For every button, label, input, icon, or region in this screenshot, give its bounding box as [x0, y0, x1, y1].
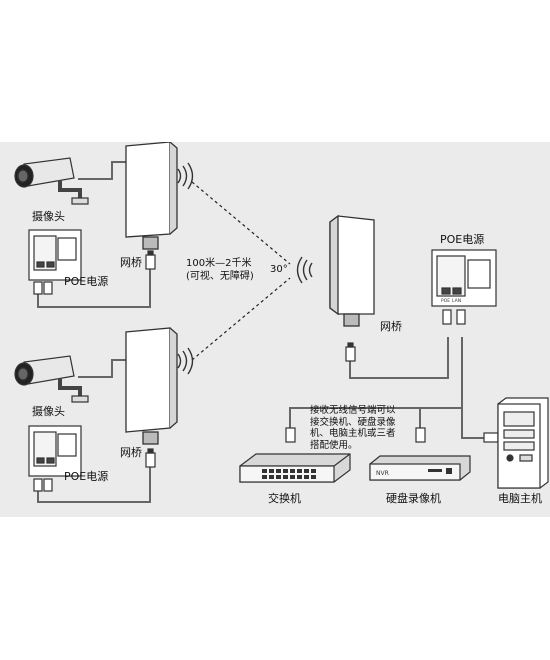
label-pc: 电脑主机: [498, 492, 542, 505]
connector-icon: [415, 427, 426, 443]
connector-icon: [33, 281, 53, 295]
label-bridge-bottom: 网桥: [120, 446, 142, 459]
cables: [37, 161, 498, 503]
label-poe-top: POE电源: [64, 275, 109, 288]
note-line: 接交换机、硬盘录像: [310, 416, 396, 428]
label-bridge-right: 网桥: [380, 320, 402, 333]
cable-poe-bottom-to-bridge: [37, 464, 151, 503]
bridge-icon-right: [329, 214, 375, 327]
poe-port-label-poe: POE: [441, 298, 450, 304]
nvr-icon: [369, 455, 471, 481]
pc-icon: [497, 397, 549, 489]
network-diagram: POE LAN NVR: [14, 142, 549, 503]
label-poe-bottom: POE电源: [64, 470, 109, 483]
note-line: 接收无线信号端可以: [310, 405, 396, 416]
connector-icon: [145, 448, 156, 468]
poe-adapter-icon-right: [431, 249, 497, 307]
label-switch: 交换机: [268, 492, 301, 505]
label-poe-right: POE电源: [440, 233, 485, 246]
connector-icon: [442, 309, 466, 325]
label-nvr: 硬盘录像机: [386, 492, 441, 505]
note-text: 接收无线信号端可以 接交换机、硬盘录像 机、电脑主机或三者 搭配使用。: [310, 405, 422, 451]
note-line: 机、电脑主机或三者: [310, 428, 396, 439]
bridge-icon-bottom: [125, 327, 178, 445]
nvr-badge: NVR: [376, 470, 389, 477]
camera-icon-top: [14, 157, 89, 205]
cable-right-bridge-to-poe: [349, 337, 449, 379]
rj45-connectors: [33, 250, 499, 492]
wireless-link-bottom: [191, 277, 291, 361]
cable-camera-bottom-to-bridge: [78, 359, 126, 378]
poe-adapter-icon-top: [28, 229, 82, 281]
cable-poe-to-bus: [289, 337, 463, 434]
wifi-signal-icon-right: [296, 256, 313, 284]
camera-icon-bottom: [14, 355, 89, 403]
connector-icon: [345, 342, 356, 362]
label-distance-condition: (可视、无障碍): [186, 271, 254, 282]
note-line: 搭配使用。: [310, 439, 358, 451]
bridge-icon-top: [125, 142, 178, 250]
label-distance: 100米—2千米: [186, 258, 252, 269]
connector-icon: [483, 432, 499, 443]
connector-icon: [33, 478, 53, 492]
wifi-signal-icon-bottom: [177, 347, 194, 375]
wifi-signal-icons: [177, 162, 313, 375]
label-camera-top: 摄像头: [32, 210, 65, 223]
connector-icon: [285, 427, 296, 443]
wireless-link-top: [191, 181, 291, 265]
poe-port-label-lan: LAN: [452, 298, 461, 304]
label-bridge-top: 网桥: [120, 256, 142, 269]
cable-poe-top-to-bridge: [37, 265, 151, 308]
cable-camera-top-to-bridge: [78, 161, 126, 180]
label-camera-bottom: 摄像头: [32, 405, 65, 418]
switch-icon: [239, 453, 351, 483]
connector-icon: [145, 250, 156, 270]
wifi-signal-icon-top: [177, 162, 194, 190]
label-angle: 30°: [270, 264, 288, 275]
poe-adapter-icon-bottom: [28, 425, 82, 477]
